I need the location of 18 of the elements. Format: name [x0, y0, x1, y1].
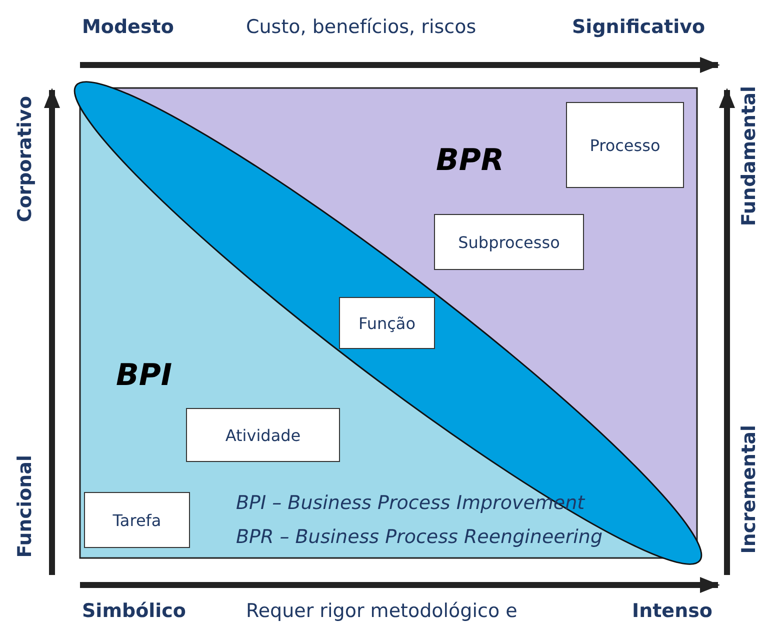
axis-end-label: Simbólico — [82, 600, 186, 622]
text-box: Processo — [566, 102, 684, 188]
text-box: Tarefa — [84, 492, 190, 548]
axis-end-label: Corporativo — [14, 96, 36, 222]
text-box: Atividade — [186, 408, 340, 462]
axis-title: Requer rigor metodológico e — [246, 600, 518, 622]
axis-end-label: Incremental — [738, 425, 760, 554]
axis-end-label: Fundamental — [738, 86, 760, 226]
region-label: BPI — [116, 358, 172, 393]
axis-title: Custo, benefícios, riscos — [246, 16, 476, 38]
legend-note: BPR – Business Process Reengineering — [236, 526, 603, 548]
region-label: BPR — [436, 143, 504, 178]
axis-end-label: Intenso — [632, 600, 712, 622]
text-box: Subprocesso — [434, 214, 584, 270]
text-box: Função — [339, 297, 435, 349]
axis-end-label: Significativo — [572, 16, 706, 38]
axis-end-label: Modesto — [82, 16, 174, 38]
axis-end-label: Funcional — [14, 455, 36, 558]
